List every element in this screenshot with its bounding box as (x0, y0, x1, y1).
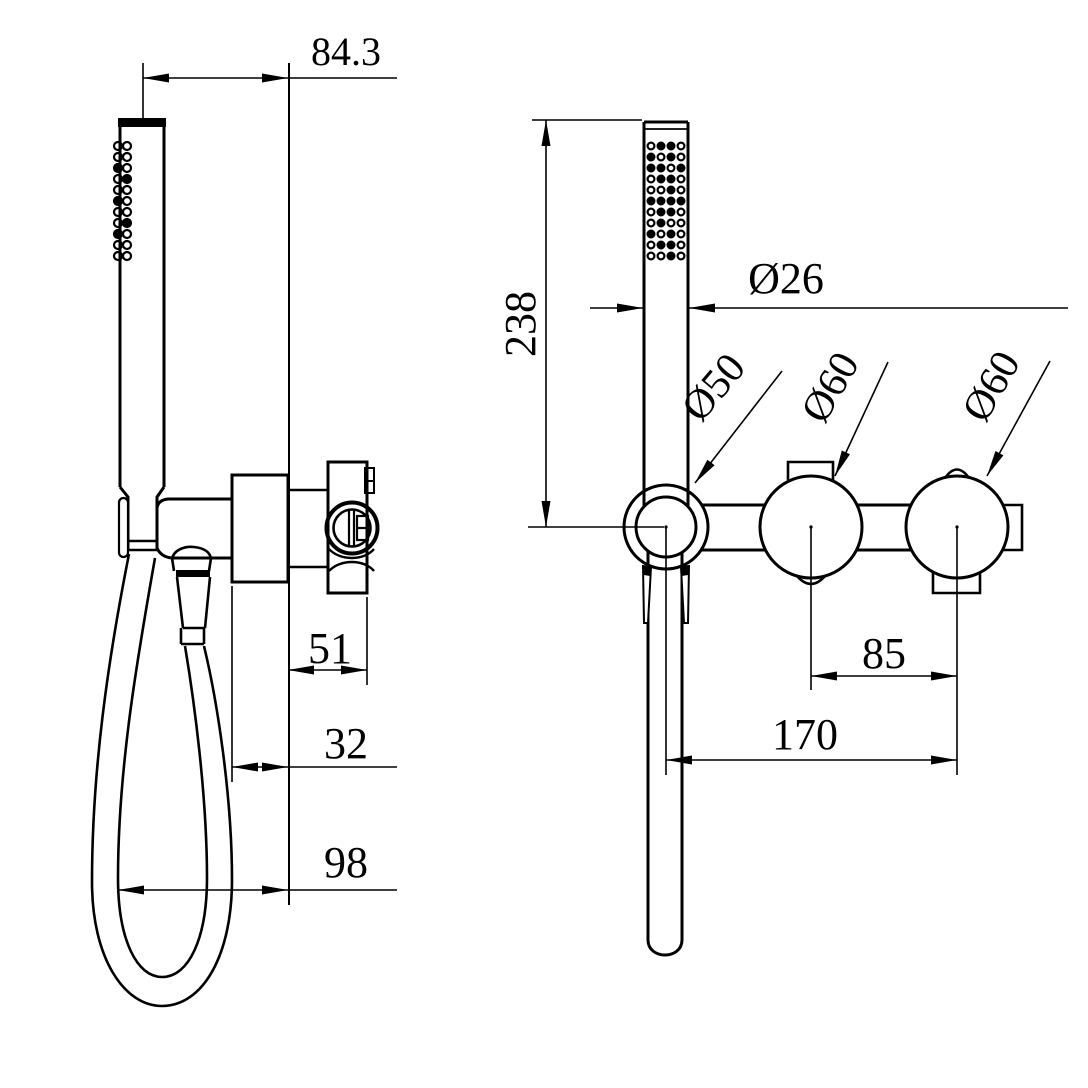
holder-clip-side (117, 496, 130, 559)
dimension-170: 170 (666, 710, 957, 765)
leader-diameter-60-right: Ø60 (954, 344, 1051, 477)
dimension-98: 98 (118, 838, 397, 895)
holder-bracket-side (117, 496, 232, 560)
dim-51-label: 51 (308, 624, 352, 673)
dim-98-label: 98 (324, 838, 368, 887)
dimension-84-3: 84.3 (143, 29, 397, 83)
hose-connector-side (170, 545, 213, 646)
handle-end-cap (646, 939, 684, 957)
dimension-26: Ø26 (590, 254, 1068, 313)
nozzle-dots-side (112, 140, 133, 262)
dimension-32: 32 (232, 719, 397, 772)
dim-170-label: 170 (772, 710, 838, 759)
side-view: 84.3 51 32 98 (90, 29, 397, 1008)
dim-60-right-label: Ø60 (954, 344, 1030, 430)
hand-shower-front (641, 120, 691, 957)
dim-60-left-label: Ø60 (793, 345, 869, 431)
concealed-valve-side (289, 460, 380, 595)
dimension-51: 51 (288, 597, 368, 685)
wand-cap-side (118, 118, 166, 127)
leader-diameter-60-left: Ø60 (793, 345, 889, 477)
valve-knob-outer (324, 500, 380, 556)
valve-bar-front (701, 503, 1024, 552)
dim-85-label: 85 (862, 629, 906, 678)
hose-loop-side (90, 553, 234, 1008)
dimension-238: 238 (496, 119, 664, 528)
dim-32-label: 32 (324, 719, 368, 768)
hand-shower-side (112, 63, 166, 552)
right-knob-front (904, 468, 1010, 775)
dimension-85: 85 (811, 629, 957, 681)
dim-84-3-label: 84.3 (311, 29, 381, 74)
valve-knob-inner (332, 508, 372, 548)
dim-50-label: Ø50 (673, 345, 755, 430)
left-knob-top-tab (786, 460, 835, 480)
nozzle-dots-front (646, 141, 686, 261)
right-knob-top-bump (943, 468, 971, 479)
front-view: 238 Ø26 Ø50 Ø60 Ø60 (496, 119, 1068, 957)
holder-clip-spikes (641, 564, 691, 624)
valve-clip-curves (328, 548, 375, 572)
left-knob-front (758, 460, 864, 690)
dim-238-label: 238 (496, 291, 545, 357)
bar-right-tab (1003, 503, 1024, 552)
dim-26-label: Ø26 (748, 254, 824, 303)
wall-plate-side (230, 473, 290, 584)
